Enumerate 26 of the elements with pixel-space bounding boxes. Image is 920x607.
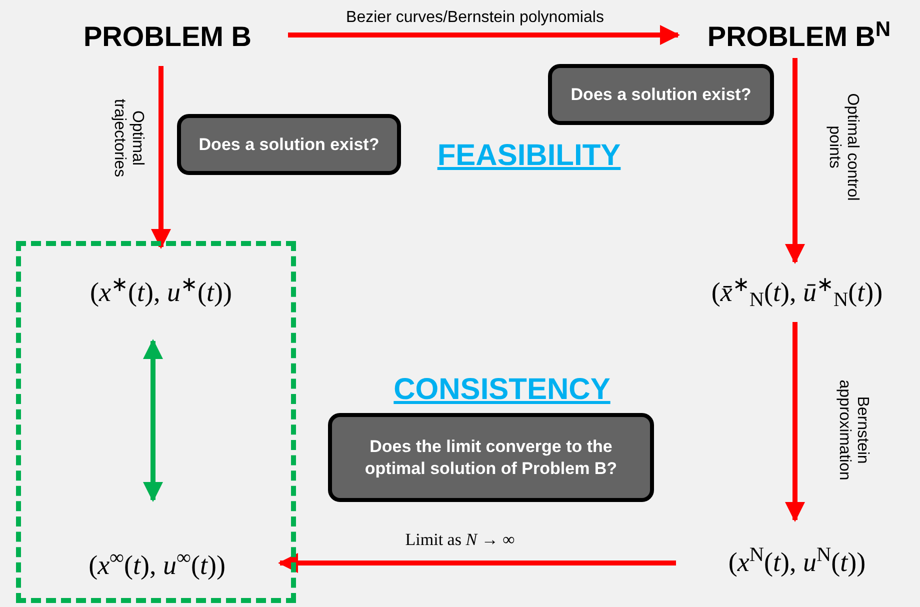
section-heading: CONSISTENCY: [392, 372, 612, 408]
dashed-group-box: [16, 241, 296, 603]
math-expression: (x$^{∞}$(t), u$^{∞}$(t)): [88, 546, 226, 582]
edge-label: Bezier curves/Bernstein polynomials: [345, 9, 605, 27]
question-box: [177, 114, 401, 175]
problem-title: PROBLEM B$^{N}$: [707, 16, 891, 54]
math-expression: (x$^{∗}$(t), u$^{∗}$(t)): [90, 272, 232, 309]
edge-label: Optimal control points: [825, 92, 861, 203]
question-text: Does a solution exist?: [198, 134, 380, 156]
question-text: Does the limit converge to the optimal solution of Problem B?: [364, 436, 618, 480]
section-heading: FEASIBILITY: [436, 138, 622, 174]
question-box: [328, 413, 654, 502]
edge-label: Bernstein approximation: [835, 378, 871, 482]
arrow: [785, 58, 805, 264]
edge-label: Limit as N → ∞: [404, 531, 516, 549]
arrow: [288, 25, 680, 45]
arrow: [278, 553, 676, 573]
math-expression: (x̄$^{∗}$$_{N}$(t), ū$^{∗}$$_{N}$(t)): [711, 272, 883, 312]
arrow: [151, 66, 171, 249]
edge-label: Optimal trajectories: [110, 98, 146, 180]
problem-title: PROBLEM B: [84, 20, 252, 54]
arrow: [785, 322, 805, 522]
arrow: [143, 339, 163, 502]
question-box: [548, 64, 774, 125]
question-text: Does a solution exist?: [570, 84, 752, 106]
math-expression: (x$^{N}$(t), u$^{N}$(t)): [728, 542, 866, 579]
